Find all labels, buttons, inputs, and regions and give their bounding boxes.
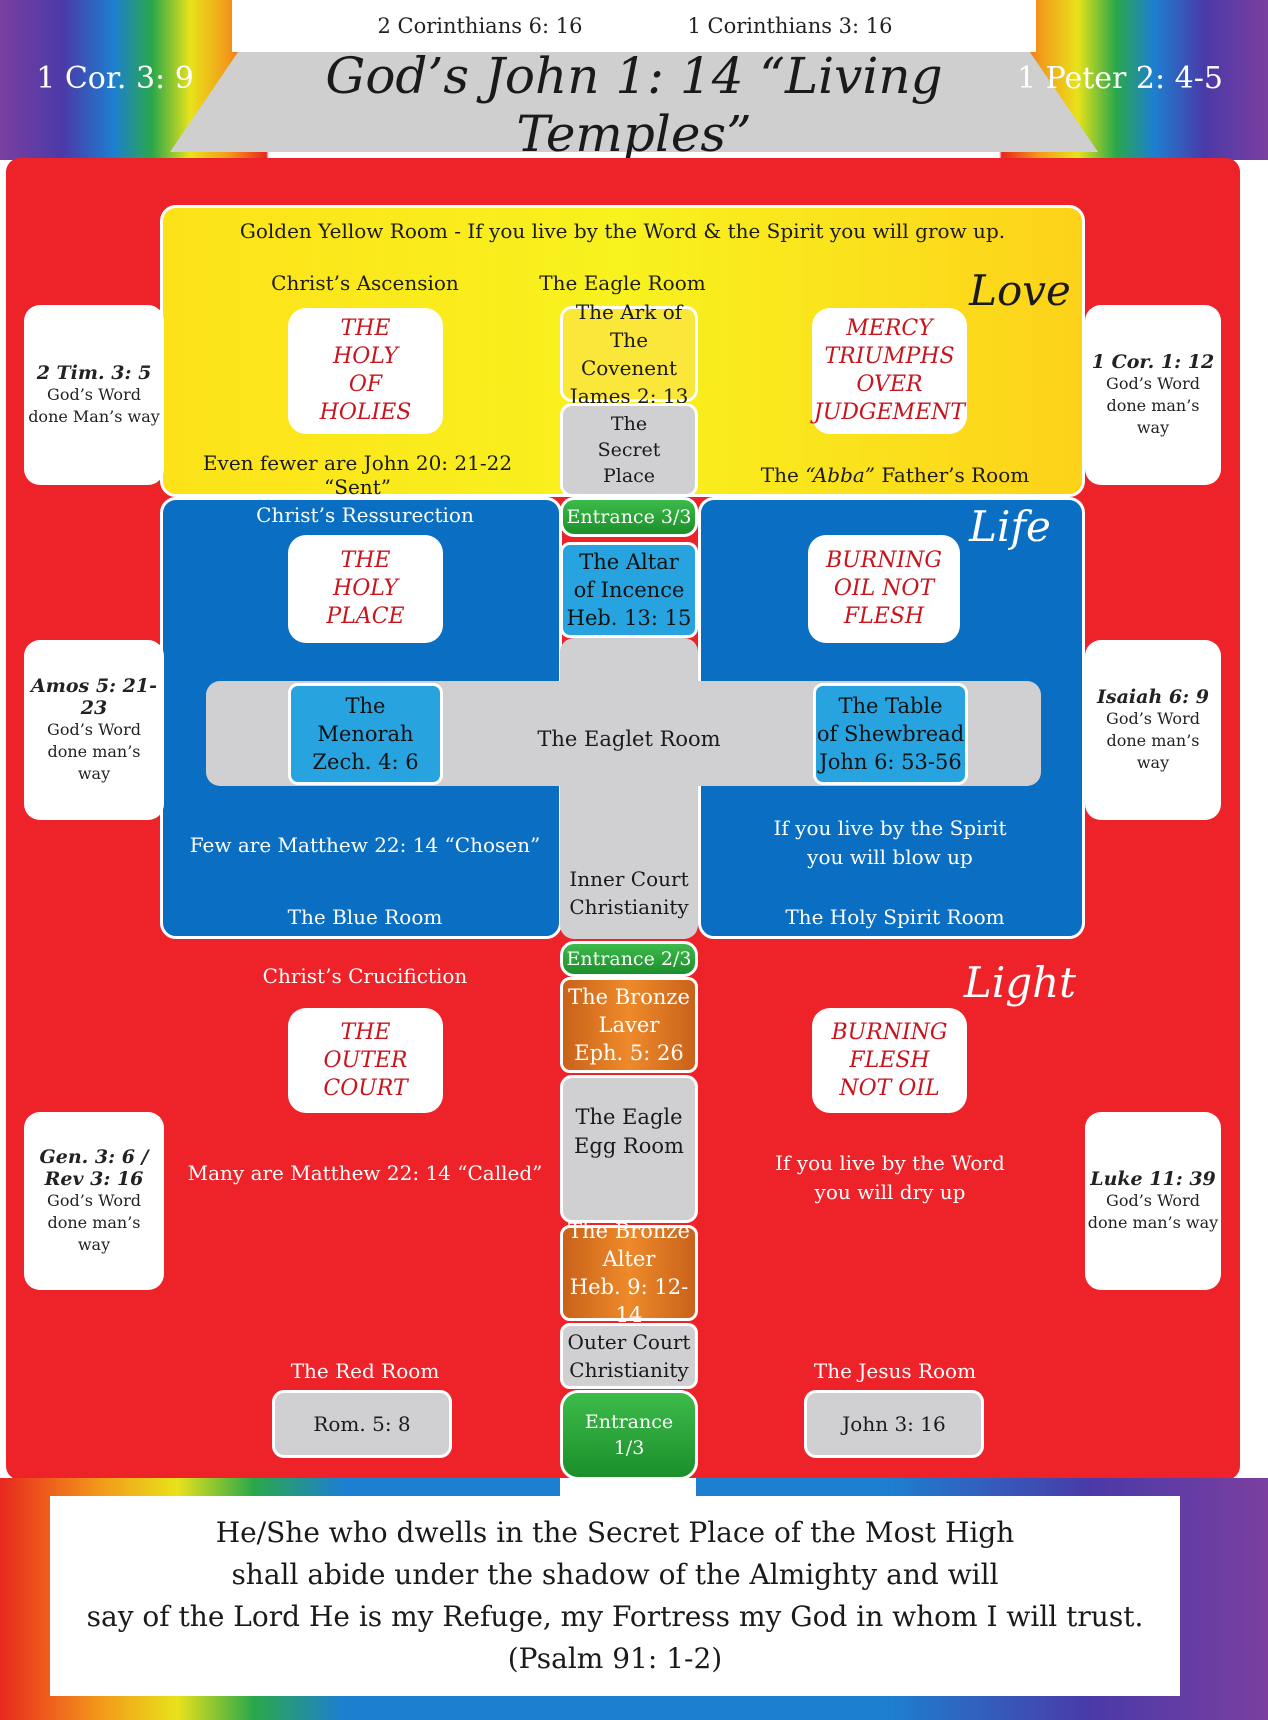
jesus-room-label: The Jesus Room xyxy=(813,1359,977,1383)
fewer-sent-label: Even fewer are John 20: 21-22 “Sent” xyxy=(202,451,513,499)
psalm-verse: He/She who dwells in the Secret Place of… xyxy=(86,1516,1144,1675)
inner-court-label: Inner Court Christianity xyxy=(569,867,689,919)
christs-ascension-label: Christ’s Ascension xyxy=(271,271,459,295)
live-by-word-label: If you live by the Word you will dry up xyxy=(775,1151,1005,1204)
burning-flesh-card: BURNING FLESH NOT OIL xyxy=(812,1008,967,1113)
abba-father-room-label: The “Abba” Father’s Room xyxy=(730,460,1060,490)
abba-suffix: Father’s Room xyxy=(875,463,1030,487)
ref-1-peter: 1 Peter 2: 4-5 xyxy=(1017,60,1223,96)
light-word: Light xyxy=(963,957,1077,1007)
ref-1-cor-3-9: 1 Cor. 3: 9 xyxy=(36,60,194,96)
christs-crucifixion-label: Christ’s Crucifiction xyxy=(262,964,468,988)
side-card-text: God’s Word done man’s way xyxy=(1087,1191,1219,1232)
side-card-ref: Isaiah 6: 9 xyxy=(1097,686,1209,708)
ref-2-corinthians: 2 Corinthians 6: 16 xyxy=(377,14,583,38)
love-word: Love xyxy=(969,265,1071,315)
entrance-1-3: Entrance 1/3 xyxy=(560,1390,698,1480)
red-room-label: The Red Room xyxy=(290,1359,440,1383)
john-3-16-box: John 3: 16 xyxy=(804,1390,984,1458)
burning-oil-card: BURNING OIL NOT FLESH xyxy=(808,535,960,643)
eagle-egg-room-box: The Eagle Egg Room xyxy=(560,1075,698,1223)
holy-spirit-room-label: The Holy Spirit Room xyxy=(785,905,1005,929)
title-plaque xyxy=(170,52,1098,152)
side-card-amos: Amos 5: 21-23 God’s Word done man’s way xyxy=(24,640,164,820)
altar-of-incense-box: The Altar of Incence Heb. 13: 15 xyxy=(560,542,698,638)
side-card-text: God’s Word done man’s way xyxy=(1106,374,1200,437)
outer-court-card: THE OUTER COURT xyxy=(288,1008,443,1113)
ark-of-covenant-box: The Ark of The Covenent James 2: 13 xyxy=(560,300,698,408)
side-card-text: God’s Word done man’s way xyxy=(47,1191,141,1254)
mercy-triumphs-card: MERCY TRIUMPHS OVER JUDGEMENT xyxy=(812,308,967,434)
abba-prefix: The xyxy=(760,463,806,487)
side-card-ref: 1 Cor. 1: 12 xyxy=(1091,351,1215,373)
secret-place-box: The Secret Place xyxy=(560,403,698,497)
eagle-room-label: The Eagle Room xyxy=(539,271,706,295)
header-top-strip xyxy=(232,0,1036,52)
page-title: God’s John 1: 14 “Living Temples” xyxy=(325,47,943,163)
side-card-1-cor: 1 Cor. 1: 12 God’s Word done man’s way xyxy=(1085,305,1221,485)
abba-word: “Abba” xyxy=(805,463,876,487)
menorah-box: The Menorah Zech. 4: 6 xyxy=(288,683,443,785)
entrance-3-3: Entrance 3/3 xyxy=(560,497,698,537)
side-card-ref: Amos 5: 21-23 xyxy=(30,675,157,719)
holy-of-holies-card: THE HOLY OF HOLIES xyxy=(288,308,443,434)
side-card-ref: 2 Tim. 3: 5 xyxy=(36,362,152,384)
side-card-text: God’s Word done man’s way xyxy=(1106,709,1200,772)
side-card-isaiah: Isaiah 6: 9 God’s Word done man’s way xyxy=(1085,640,1221,820)
footer-gap xyxy=(560,1478,696,1498)
christs-resurrection-label: Christ’s Ressurection xyxy=(256,503,474,527)
eaglet-room-label: The Eaglet Room xyxy=(537,727,721,751)
bronze-alter-box: The Bronze Alter Heb. 9: 12-14 xyxy=(560,1219,698,1327)
psalm-verse-box: He/She who dwells in the Secret Place of… xyxy=(50,1496,1180,1696)
side-card-text: God’s Word done Man’s way xyxy=(28,385,160,426)
side-card-2-tim: 2 Tim. 3: 5 God’s Word done Man’s way xyxy=(24,305,164,485)
yellow-room-banner: Golden Yellow Room - If you live by the … xyxy=(239,219,1006,243)
outer-court-christianity-box: Outer Court Christianity xyxy=(560,1323,698,1389)
life-word: Life xyxy=(969,501,1051,551)
side-card-ref: Gen. 3: 6 / Rev 3: 16 xyxy=(39,1146,149,1190)
ref-1-corinthians: 1 Corinthians 3: 16 xyxy=(687,14,893,38)
bronze-laver-box: The Bronze Laver Eph. 5: 26 xyxy=(560,977,698,1073)
entrance-2-3: Entrance 2/3 xyxy=(560,941,698,977)
table-of-shewbread-box: The Table of Shewbread John 6: 53-56 xyxy=(813,683,968,785)
holy-place-card: THE HOLY PLACE xyxy=(288,535,443,643)
side-card-gen-rev: Gen. 3: 6 / Rev 3: 16 God’s Word done ma… xyxy=(24,1112,164,1290)
many-called-label: Many are Matthew 22: 14 “Called” xyxy=(187,1161,543,1185)
side-card-ref: Luke 11: 39 xyxy=(1090,1168,1216,1190)
live-by-spirit-label: If you live by the Spirit you will blow … xyxy=(773,816,1007,869)
side-card-text: God’s Word done man’s way xyxy=(47,720,141,783)
side-card-luke: Luke 11: 39 God’s Word done man’s way xyxy=(1085,1112,1221,1290)
rom-5-8-box: Rom. 5: 8 xyxy=(272,1390,452,1458)
blue-room-label: The Blue Room xyxy=(287,905,443,929)
few-chosen-label: Few are Matthew 22: 14 “Chosen” xyxy=(189,833,541,857)
